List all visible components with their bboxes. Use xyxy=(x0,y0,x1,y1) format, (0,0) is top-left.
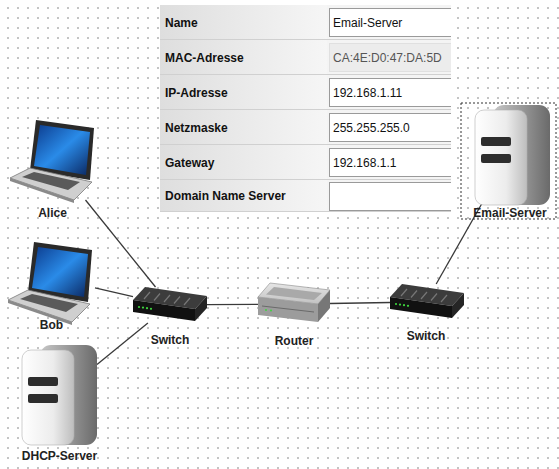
table-value: 192.168.1.1 xyxy=(333,145,396,180)
device-label: Router xyxy=(275,334,314,348)
device-label: Bob xyxy=(40,318,63,332)
device-label: Switch xyxy=(151,333,190,347)
device-node: DHCP-Server xyxy=(22,345,97,445)
switch-icon xyxy=(133,287,207,321)
device-node: Router xyxy=(258,283,330,325)
selection-frame xyxy=(461,103,556,219)
table-key: Domain Name Server xyxy=(165,180,286,212)
table-key: Name xyxy=(165,5,198,40)
device-label: Alice xyxy=(38,206,67,220)
network-cable xyxy=(86,200,156,287)
device-label: Switch xyxy=(407,329,446,343)
device-node: Switch xyxy=(390,284,462,320)
switch-icon xyxy=(390,284,464,318)
laptop-icon xyxy=(8,242,92,325)
table-value: 255.255.255.0 xyxy=(333,110,410,145)
table-value: 192.168.1.11 xyxy=(333,75,402,110)
device-node: Switch xyxy=(133,287,207,323)
network-cable xyxy=(207,304,258,306)
device-node: Bob xyxy=(8,242,95,314)
server-icon xyxy=(475,105,550,205)
table-key: IP-Adresse xyxy=(165,75,228,110)
laptop-icon xyxy=(10,120,94,203)
device-node: Email-Server xyxy=(470,105,550,203)
device-node: Alice xyxy=(10,118,95,200)
table-key: Netzmaske xyxy=(165,110,228,145)
table-key: MAC-Adresse xyxy=(165,40,244,75)
router-icon xyxy=(258,283,330,322)
network-cable xyxy=(95,288,133,297)
table-key: Gateway xyxy=(165,145,214,180)
table-value: CA:4E:D0:47:DA:5D xyxy=(333,40,442,75)
network-cable xyxy=(330,303,390,304)
server-icon xyxy=(22,345,97,445)
network-cable xyxy=(97,323,148,365)
input-field xyxy=(329,182,451,211)
device-label: Email-Server xyxy=(473,206,546,220)
device-label: DHCP-Server xyxy=(22,449,97,463)
table-value: Email-Server xyxy=(333,5,402,40)
property-table: Name Email-ServerMAC-Adresse CA:4E:D0:47:D… xyxy=(160,5,451,212)
